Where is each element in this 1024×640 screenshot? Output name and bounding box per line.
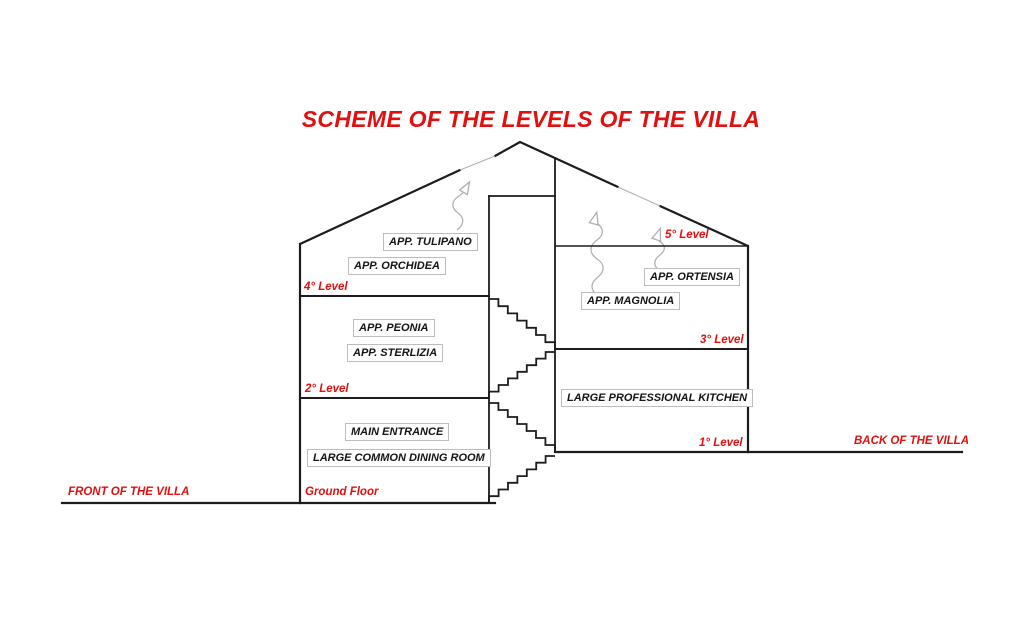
level-label-3: 3° Level: [700, 334, 744, 346]
stairwell-walls: [488, 157, 556, 504]
staircase: [488, 298, 556, 503]
room-label-main-entrance: MAIN ENTRANCE: [345, 423, 450, 441]
level-label-2: 2° Level: [305, 383, 349, 395]
roof-line-thin-segment: [459, 155, 661, 207]
stairs-flight-2-to-3: [488, 351, 555, 398]
page-title: SCHEME OF THE LEVELS OF THE VILLA: [301, 106, 761, 132]
vent-arrow-icon: [650, 226, 666, 272]
level-label-5: 5° Level: [665, 229, 709, 241]
stairs-flight-3-to-4: [489, 298, 556, 349]
room-label-sterlizia: APP. STERLIZIA: [347, 344, 444, 362]
ground-lines: [60, 450, 964, 505]
room-label-kitchen: LARGE PROFESSIONAL KITCHEN: [561, 389, 754, 407]
room-label-dining: LARGE COMMON DINING ROOM: [307, 449, 491, 467]
back-of-villa-label: BACK OF THE VILLA: [854, 435, 969, 447]
room-label-magnolia: APP. MAGNOLIA: [581, 292, 681, 310]
level-label-ground: Ground Floor: [305, 486, 379, 498]
stairs-flight-1-to-2: [489, 402, 556, 452]
vent-arrow-icon: [588, 210, 604, 297]
room-label-orchidea: APP. ORCHIDEA: [348, 257, 446, 275]
room-label-ortensia: APP. ORTENSIA: [644, 268, 740, 286]
level-label-4: 4° Level: [304, 281, 348, 293]
front-of-villa-label: FRONT OF THE VILLA: [68, 486, 190, 498]
floor-lines: [299, 295, 749, 399]
roof-line: [298, 140, 750, 248]
room-label-peonia: APP. PEONIA: [353, 319, 435, 337]
vent-arrow-icon: [452, 180, 471, 231]
room-label-tulipano: APP. TULIPANO: [383, 233, 478, 251]
stairs-flight-ground-to-1: [488, 455, 555, 503]
level-label-1: 1° Level: [699, 437, 743, 449]
